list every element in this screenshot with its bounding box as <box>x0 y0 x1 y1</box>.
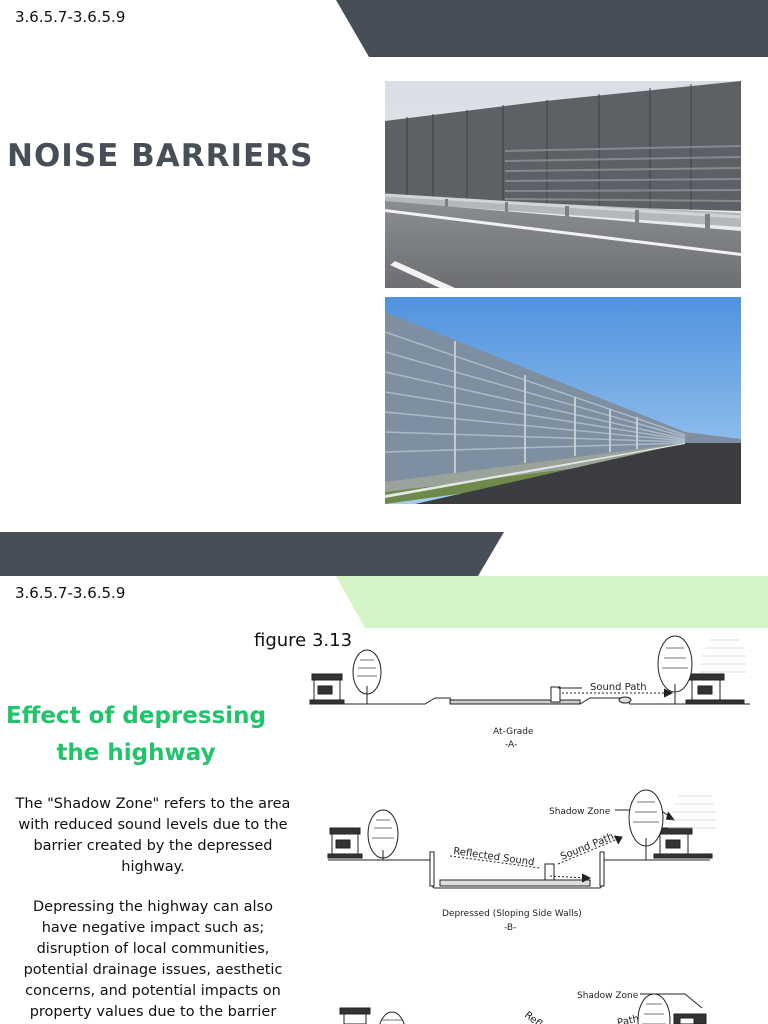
label-depressed: Depressed (Sloping Side Walls) <box>442 909 582 919</box>
section-code: 3.6.5.7-3.6.5.9 <box>15 584 126 602</box>
page-title: NOISE BARRIERS <box>7 138 314 174</box>
label-b: -B- <box>504 923 516 933</box>
label-path-3: Path <box>616 1014 640 1024</box>
tree-icon <box>628 789 664 860</box>
noise-barrier-photo-long-wall <box>385 297 741 504</box>
tree-icon <box>367 809 399 860</box>
section-code: 3.6.5.7-3.6.5.9 <box>15 8 126 26</box>
house-icon <box>673 1013 707 1024</box>
label-reflected-sound-2: Reflected Sound <box>522 1010 593 1024</box>
depressed-highway-diagram: Sound Path At-Grade -A- Shadow Zone <box>300 628 760 1024</box>
green-header-band <box>336 576 768 628</box>
section-heading: Effect of depressing the highway <box>0 698 272 772</box>
label-reflected-sound: Reflected Sound <box>453 846 535 868</box>
house-icon <box>339 1007 371 1024</box>
house-icon <box>327 827 363 859</box>
figure-caption: figure 3.13 <box>254 630 353 651</box>
header-band <box>336 0 768 57</box>
house-icon <box>309 673 345 705</box>
label-sound-path-2: Sound Path <box>559 831 616 862</box>
slide-noise-barriers: 3.6.5.7-3.6.5.9 NOISE BARRIERS <box>7 0 768 504</box>
label-shadow-zone-2: Shadow Zone <box>577 991 639 1001</box>
label-at-grade: At-Grade <box>493 727 534 737</box>
section-heading-line1: Effect of depressing <box>6 703 266 729</box>
section-heading-line2: the highway <box>56 740 216 766</box>
slide-depressed-highway: 3.6.5.7-3.6.5.9 figure 3.13 Effect of de… <box>0 532 768 1024</box>
tree-icon <box>657 635 693 704</box>
house-icon <box>653 827 713 859</box>
label-sound-path: Sound Path <box>590 682 647 693</box>
diagram-cut <box>339 993 707 1024</box>
tree-icon <box>637 993 671 1024</box>
diagram-at-grade <box>309 635 750 705</box>
noise-barrier-photo-highway <box>385 81 741 288</box>
paragraph-negative-impacts: Depressing the highway can also have neg… <box>23 899 283 1020</box>
tree-icon <box>379 1011 405 1024</box>
label-a: -A- <box>505 740 517 750</box>
label-shadow-zone: Shadow Zone <box>549 807 611 817</box>
diagram-depressed <box>327 789 716 889</box>
paragraph-shadow-zone: The "Shadow Zone" refers to the area wit… <box>15 796 291 875</box>
tree-icon <box>352 649 382 704</box>
house-icon <box>685 673 745 705</box>
top-band <box>0 532 504 576</box>
